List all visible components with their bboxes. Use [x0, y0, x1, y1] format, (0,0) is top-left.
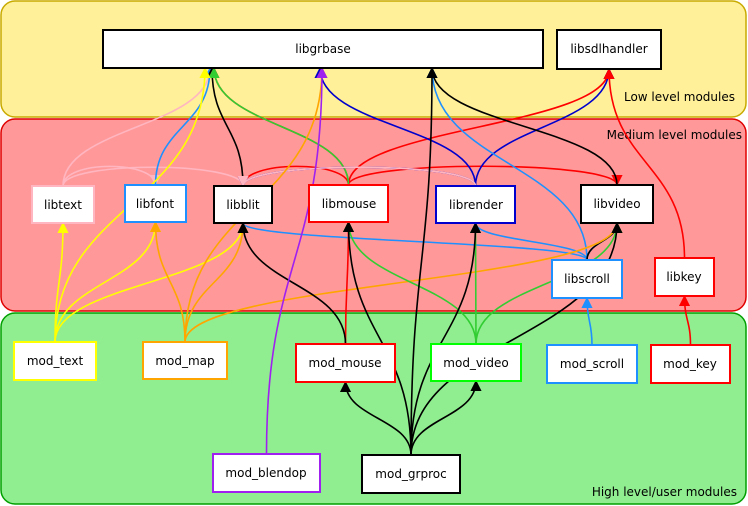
edge-libblit-to-libgrbase: [206, 66, 244, 187]
node-mod_grproc[interactable]: mod_grproc: [361, 454, 461, 494]
edge-mod_grproc-to-mod_mouse: [339, 380, 412, 456]
node-libtext[interactable]: libtext: [31, 185, 95, 224]
node-libsdlhandler[interactable]: libsdlhandler: [556, 29, 662, 70]
node-mod_mouse[interactable]: mod_mouse: [295, 343, 396, 383]
edge-mod_map-to-libblit: [184, 221, 249, 343]
node-libblit[interactable]: libblit: [213, 185, 273, 224]
node-librender[interactable]: librender: [435, 185, 516, 224]
node-label: mod_grproc: [375, 467, 446, 481]
node-label: librender: [449, 198, 503, 212]
edge-mod_video-to-libvideo: [475, 221, 623, 345]
node-label: mod_video: [443, 356, 508, 370]
node-libkey[interactable]: libkey: [654, 257, 715, 297]
node-label: libvideo: [593, 197, 640, 211]
node-mod_key[interactable]: mod_key: [650, 344, 731, 384]
edge-libscroll-to-libgrbase: [426, 66, 588, 261]
node-mod_blendop[interactable]: mod_blendop: [212, 453, 321, 493]
edge-mod_video-to-libmouse: [342, 220, 477, 345]
node-label: mod_mouse: [309, 356, 382, 370]
edge-mod_blendop-to-libgrbase: [265, 66, 328, 455]
node-mod_scroll[interactable]: mod_scroll: [546, 344, 638, 384]
edge-mod_text-to-libfont: [54, 220, 162, 343]
node-label: libblit: [226, 198, 260, 212]
edge-libtext-to-libfont: [62, 165, 162, 187]
edge-libmouse-to-libsdlhandler: [347, 67, 615, 186]
edge-libmouse-to-libvideo: [347, 165, 623, 187]
node-label: mod_map: [155, 354, 214, 368]
edge-mod_mouse-to-libblit: [237, 221, 347, 345]
node-libgrbase[interactable]: libgrbase: [102, 29, 544, 69]
edge-mod_text-to-libblit: [54, 221, 249, 343]
node-label: libkey: [666, 270, 701, 284]
node-libfont[interactable]: libfont: [124, 184, 187, 223]
edge-mod_grproc-to-libmouse: [342, 220, 412, 456]
edge-librender-to-libblit: [237, 166, 477, 188]
node-label: mod_scroll: [560, 357, 624, 371]
node-libmouse[interactable]: libmouse: [308, 184, 389, 223]
node-mod_text[interactable]: mod_text: [13, 341, 97, 381]
edge-libkey-to-libsdlhandler: [603, 67, 686, 259]
edge-mod_map-to-libfont: [149, 220, 186, 343]
edge-librender-to-libsdlhandler: [474, 67, 615, 187]
edge-libtext-to-libblit: [62, 166, 249, 188]
edge-libmouse-to-libgrbase: [208, 66, 350, 186]
edge-mod_map-to-libvideo: [184, 221, 623, 343]
node-mod_map[interactable]: mod_map: [142, 341, 228, 380]
nodes: libgrbase libsdlhandler libtext libfont …: [13, 29, 731, 494]
node-mod_video[interactable]: mod_video: [430, 343, 522, 382]
node-label: libtext: [44, 198, 82, 212]
edge-librender-to-libgrbase: [314, 66, 477, 187]
edge-mod_grproc-to-mod_video: [410, 379, 482, 456]
node-label: mod_blendop: [225, 466, 306, 480]
node-label: libsdlhandler: [570, 42, 647, 56]
node-label: mod_key: [663, 357, 717, 371]
node-libscroll[interactable]: libscroll: [551, 259, 623, 299]
layer-label-medium: Medium level modules: [607, 128, 742, 142]
edge-libfont-to-libgrbase: [154, 66, 216, 186]
edge-mod_key-to-libkey: [678, 294, 692, 346]
node-label: libfont: [136, 197, 174, 211]
layer-label-low: Low level modules: [624, 90, 735, 104]
edges: [54, 66, 692, 456]
edge-mod_scroll-to-libscroll: [581, 296, 593, 346]
node-label: libgrbase: [295, 42, 350, 56]
node-label: libscroll: [564, 272, 610, 286]
edge-libvideo-to-libgrbase: [426, 66, 618, 186]
edge-mod_grproc-to-libgrbase: [410, 66, 438, 456]
node-label: libmouse: [322, 197, 377, 211]
layer-label-high: High level/user modules: [592, 485, 737, 499]
node-label: mod_text: [27, 354, 84, 368]
node-libvideo[interactable]: libvideo: [580, 184, 654, 224]
edge-mod_grproc-to-librender: [410, 221, 482, 456]
